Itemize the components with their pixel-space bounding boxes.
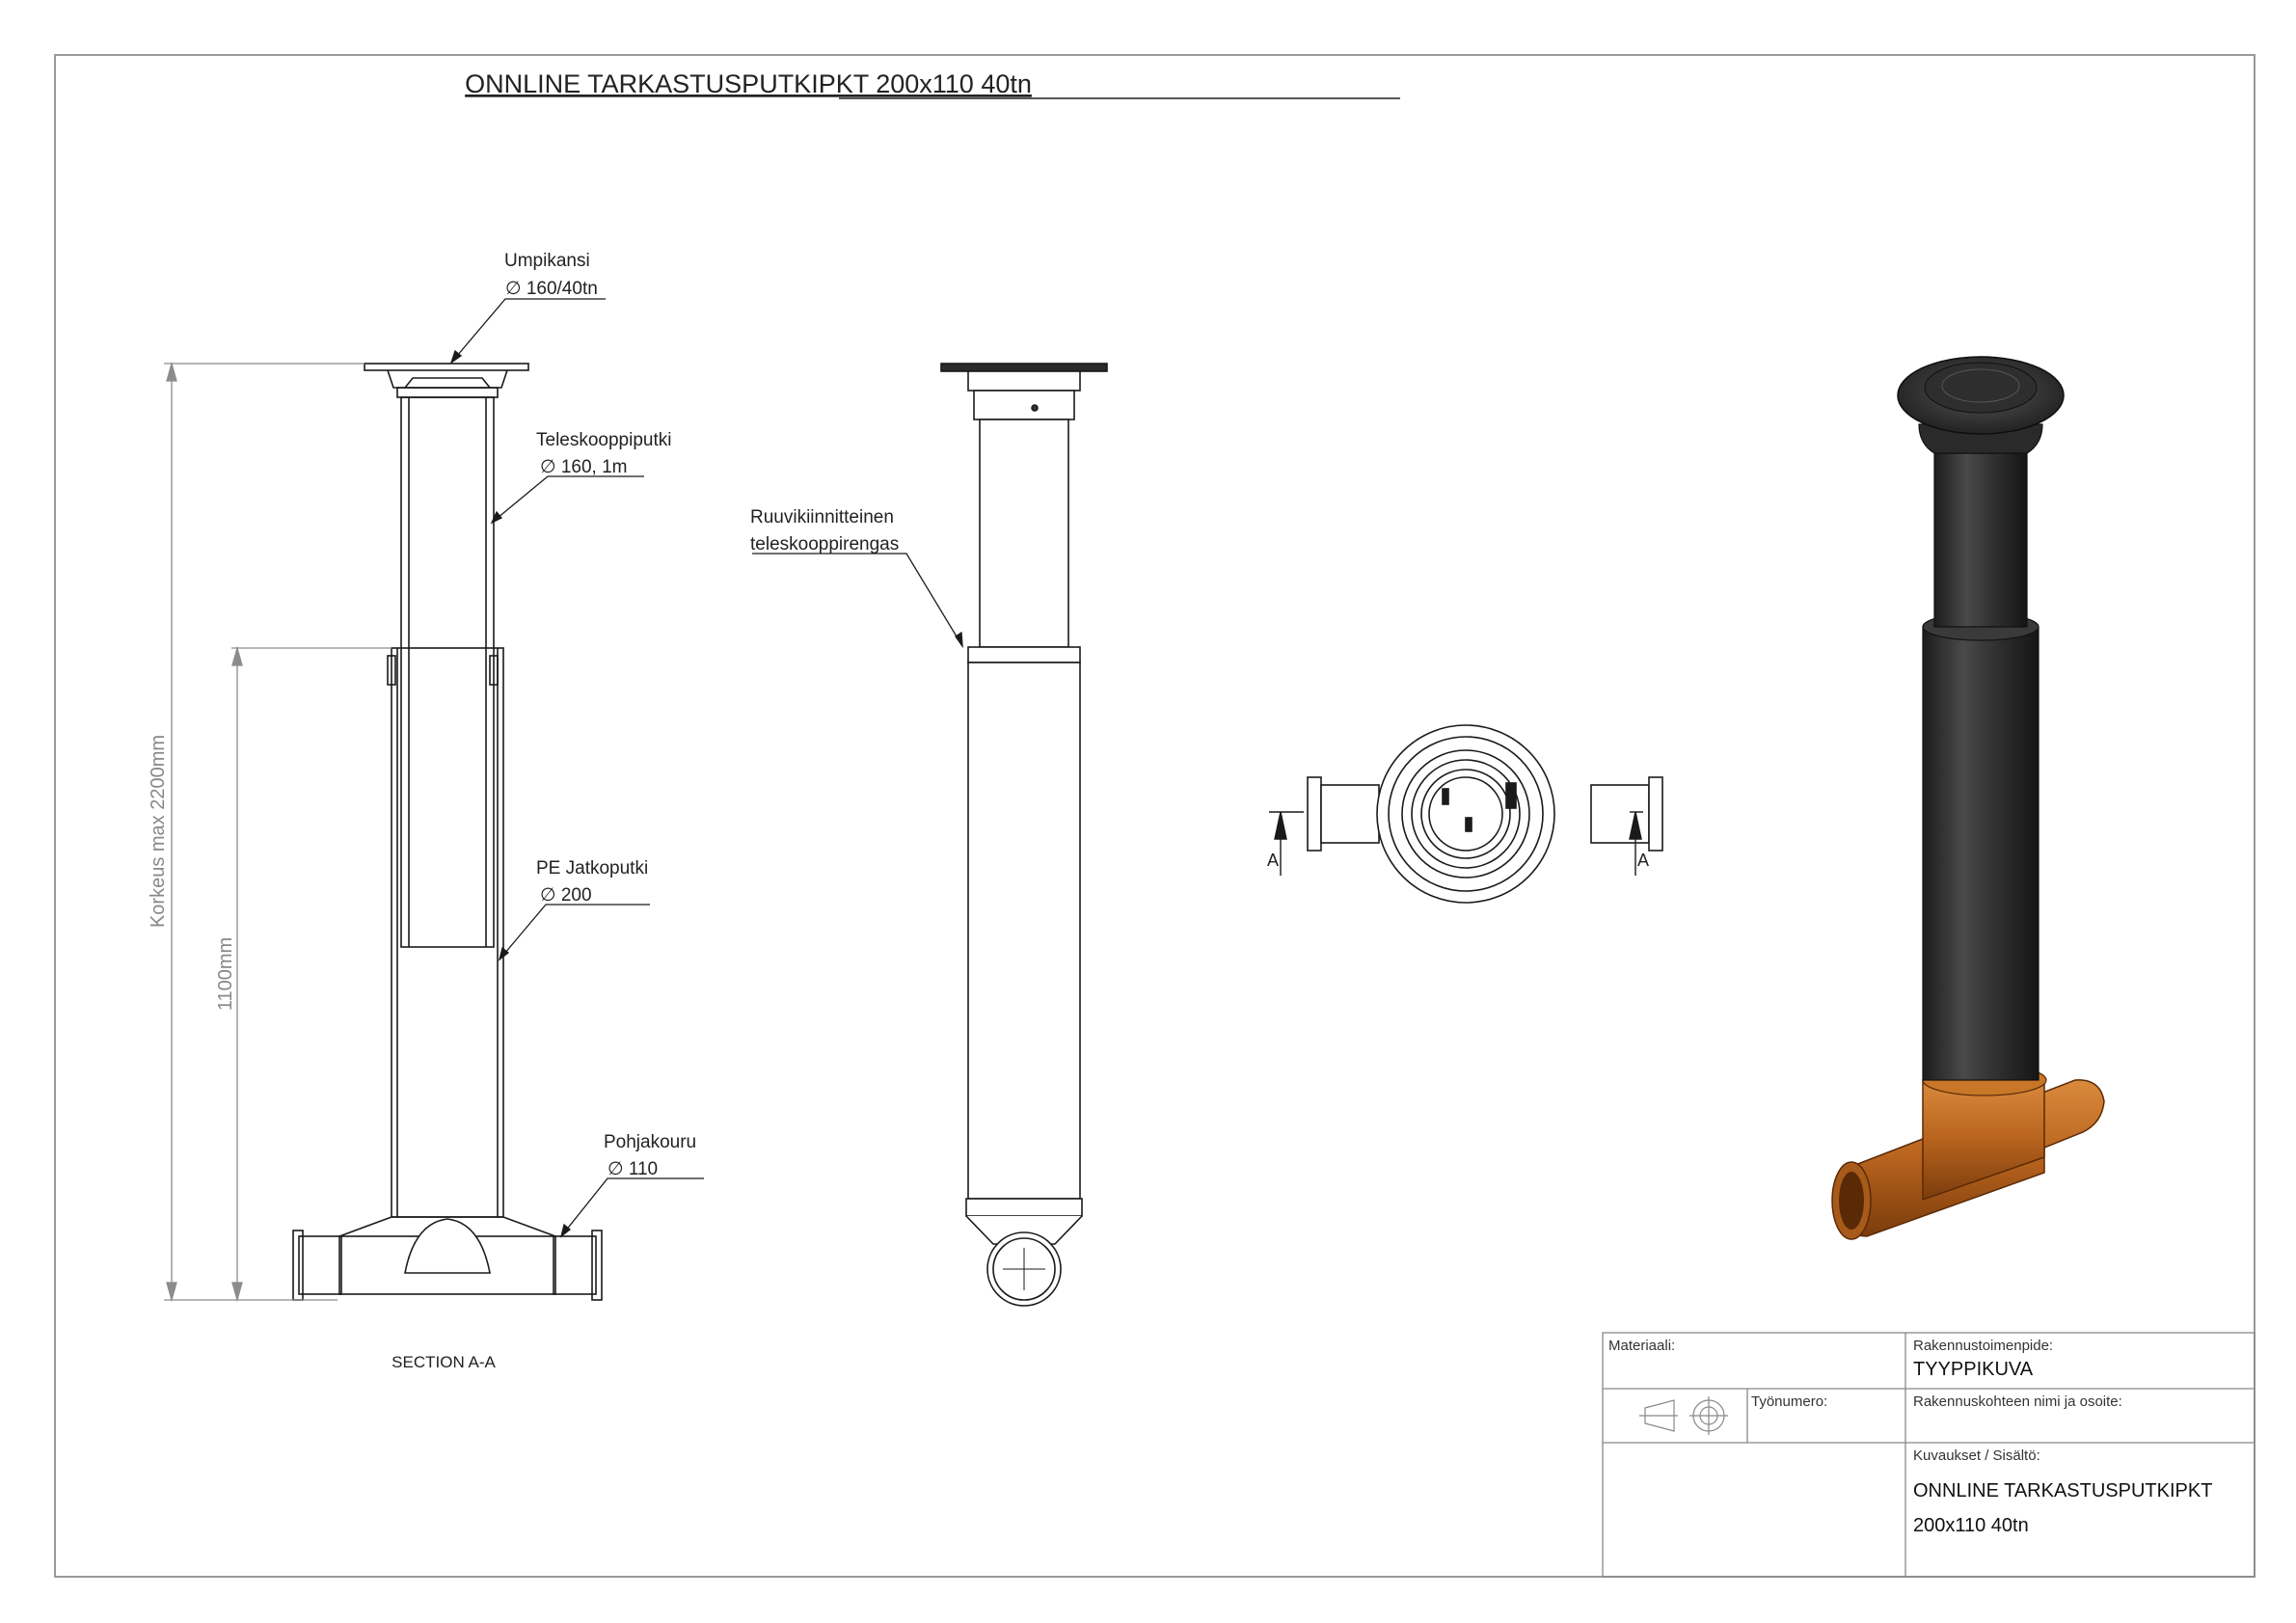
front-tele-pipe <box>979 419 1069 648</box>
dim-partial-height: 1100mm <box>215 937 236 1011</box>
callout-cover-spec: ∅ 160/40tn <box>505 279 598 299</box>
section-view <box>292 363 603 1301</box>
callout-cover-name: Umpikansi <box>504 251 590 271</box>
tb-contents-line2: 200x110 40tn <box>1913 1515 2029 1536</box>
tb-site-label: Rakennuskohteen nimi ja osoite: <box>1913 1393 2122 1410</box>
dim-total-height: Korkeus max 2200mm <box>148 735 169 928</box>
leader-lines <box>449 298 963 1238</box>
tb-contents-label: Kuvaukset / Sisältö: <box>1913 1447 2040 1464</box>
section-lid <box>364 363 529 371</box>
iso-tele-pipe <box>1933 452 2028 628</box>
sheet-border <box>54 54 2255 1578</box>
tb-construction-value: TYYPPIKUVA <box>1913 1359 2034 1380</box>
callout-tele-spec: ∅ 160, 1m <box>540 457 627 477</box>
projection-symbol-icon <box>1639 1396 1728 1435</box>
dimension-lines <box>164 361 392 1303</box>
section-tele-pipe <box>400 396 495 948</box>
callout-base-spec: ∅ 110 <box>608 1159 658 1179</box>
front-view <box>940 363 1108 1307</box>
callout-base-name: Pohjakouru <box>604 1132 696 1152</box>
callout-tele-name: Teleskooppiputki <box>536 430 671 450</box>
tb-material-label: Materiaali: <box>1608 1338 1675 1354</box>
front-ring <box>967 646 1081 663</box>
section-lid-frame <box>387 369 508 389</box>
drawing-title: ONNLINE TARKASTUSPUTKIPKT 200x110 40tn <box>465 69 1032 98</box>
front-riser-pipe <box>967 662 1081 1200</box>
section-base-tee <box>338 1216 556 1237</box>
callout-riser-name: PE Jatkoputki <box>536 858 648 879</box>
callout-ring-line2: teleskooppirengas <box>750 534 899 555</box>
top-view <box>1307 724 1663 904</box>
top-lid <box>1376 724 1555 904</box>
title-block <box>1602 1332 2255 1578</box>
callout-riser-spec: ∅ 200 <box>540 885 592 906</box>
iso-riser-pipe <box>1922 626 2039 1081</box>
front-lid <box>940 363 1108 372</box>
section-marker-right: A <box>1637 851 1649 870</box>
tb-contents-line1: ONNLINE TARKASTUSPUTKIPKT <box>1913 1480 2212 1501</box>
tb-construction-label: Rakennustoimenpide: <box>1913 1338 2053 1354</box>
tb-work-number-label: Työnumero: <box>1751 1393 1827 1410</box>
section-markers <box>1269 811 1643 876</box>
callout-ring-line1: Ruuvikiinnitteinen <box>750 507 894 527</box>
iso-render <box>1831 356 2105 1240</box>
section-marker-left: A <box>1267 851 1279 870</box>
section-caption: SECTION A-A <box>392 1353 496 1371</box>
